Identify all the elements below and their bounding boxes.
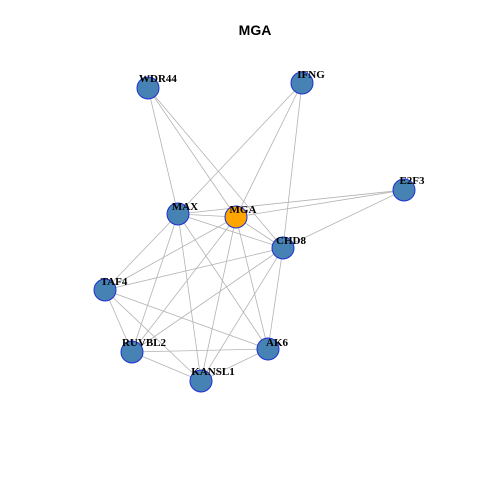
node-max[interactable]: [166, 202, 190, 226]
edge-ifng-chd8: [282, 82, 303, 249]
node-chd8[interactable]: [271, 236, 295, 260]
diagram-title: MGA: [239, 22, 272, 38]
node-label-ifng: IFNG: [297, 69, 325, 81]
node-ifng[interactable]: [290, 71, 314, 95]
node-e2f3[interactable]: [392, 178, 416, 202]
edges-layer: [104, 82, 405, 382]
edge-e2f3-max: [177, 189, 405, 215]
edge-taf4-ak6: [104, 289, 269, 350]
edge-chd8-kansl1: [200, 247, 284, 382]
node-label-wdr44: WDR44: [139, 73, 177, 85]
edge-max-kansl1: [177, 213, 202, 382]
edge-chd8-ak6: [267, 247, 284, 350]
node-label-mga: MGA: [230, 204, 257, 216]
node-mga[interactable]: [224, 205, 248, 229]
node-ak6[interactable]: [256, 337, 280, 361]
edge-ifng-mga: [235, 82, 303, 218]
edge-wdr44-chd8: [147, 87, 284, 249]
edge-mga-kansl1: [200, 216, 237, 382]
edge-e2f3-chd8: [282, 189, 405, 249]
edge-max-ak6: [177, 213, 269, 350]
nodes-layer: [93, 71, 416, 393]
node-kansl1[interactable]: [189, 369, 213, 393]
node-label-taf4: TAF4: [101, 276, 128, 288]
node-label-max: MAX: [172, 201, 198, 213]
edge-chd8-ruvbl2: [131, 247, 284, 353]
node-ruvbl2[interactable]: [120, 340, 144, 364]
edge-ruvbl2-ak6: [131, 348, 269, 353]
node-label-kansl1: KANSL1: [191, 366, 234, 378]
node-label-ruvbl2: RUVBL2: [122, 337, 167, 349]
edge-chd8-taf4: [104, 247, 284, 291]
edge-taf4-kansl1: [104, 289, 202, 382]
node-taf4[interactable]: [93, 278, 117, 302]
edge-mga-taf4: [104, 216, 237, 291]
edge-e2f3-mga: [235, 189, 405, 218]
node-label-e2f3: E2F3: [399, 175, 425, 187]
edge-max-ruvbl2: [131, 213, 179, 353]
edge-mga-ruvbl2: [131, 216, 237, 353]
edge-max-chd8: [177, 213, 284, 249]
edge-ak6-kansl1: [200, 348, 269, 382]
node-wdr44[interactable]: [136, 76, 160, 100]
node-label-ak6: AK6: [266, 337, 289, 349]
edge-mga-ak6: [235, 216, 269, 350]
edge-ifng-max: [177, 82, 303, 215]
edge-ruvbl2-kansl1: [131, 351, 202, 382]
edge-wdr44-max: [147, 87, 179, 215]
edge-max-taf4: [104, 213, 179, 291]
edge-wdr44-mga: [147, 87, 237, 218]
node-label-chd8: CHD8: [276, 235, 306, 247]
